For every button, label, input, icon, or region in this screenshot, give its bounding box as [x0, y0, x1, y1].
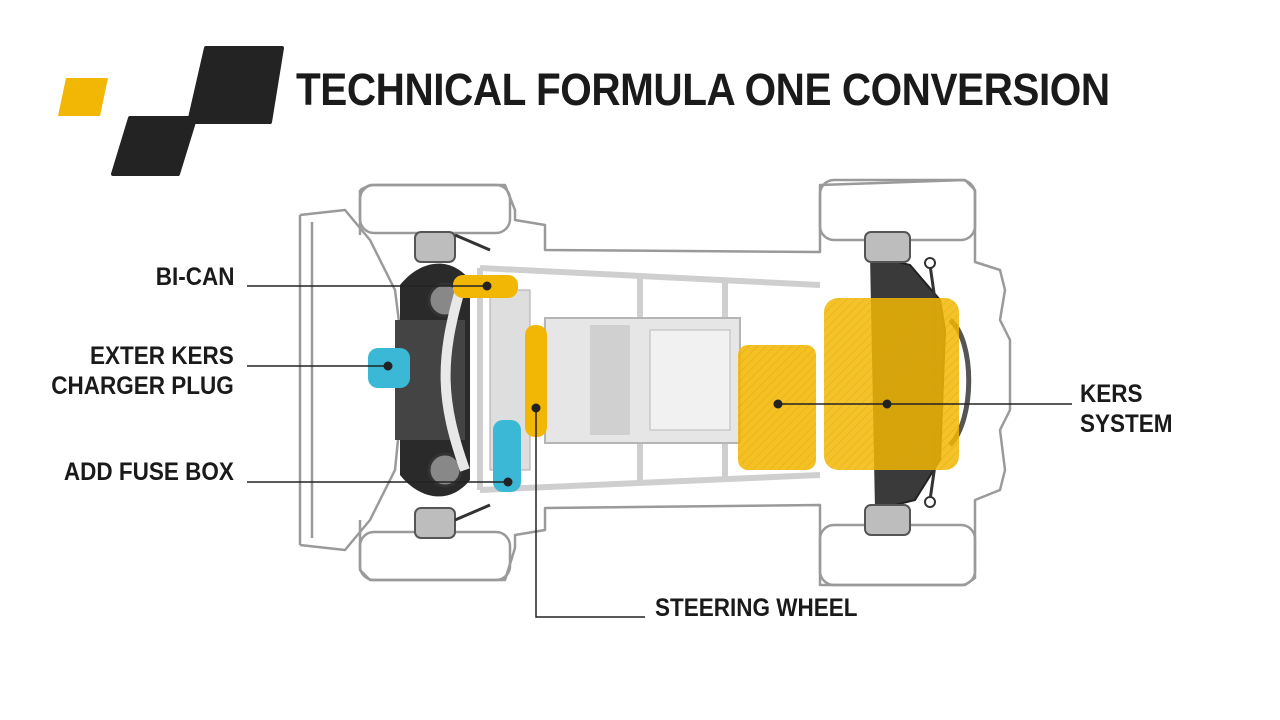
logo-yellow-block: [58, 78, 108, 116]
label-steering-wheel: STEERING WHEEL: [655, 594, 858, 622]
label-kers-line1: KERS: [1080, 380, 1143, 408]
fuse-box-highlight: [493, 420, 521, 492]
label-add-fuse-box: ADD FUSE BOX: [63, 458, 234, 486]
kers-system-highlight: [738, 298, 959, 470]
steering-wheel-highlight: [525, 325, 547, 437]
leader-dots: [383, 281, 892, 487]
steering-wheel-leader: [535, 408, 645, 618]
page-title: TECHNICAL FORMULA ONE CONVERSION: [296, 64, 1110, 115]
leader-lines: [247, 285, 1072, 618]
label-bi-can: BI-CAN: [155, 263, 234, 291]
label-kers-line2: SYSTEM: [1080, 410, 1173, 438]
label-exter-kers-line2: CHARGER PLUG: [51, 372, 234, 400]
brand-logo: [58, 46, 284, 176]
label-exter-kers-line1: EXTER KERS: [90, 342, 234, 370]
logo-dark-block: [111, 46, 284, 176]
